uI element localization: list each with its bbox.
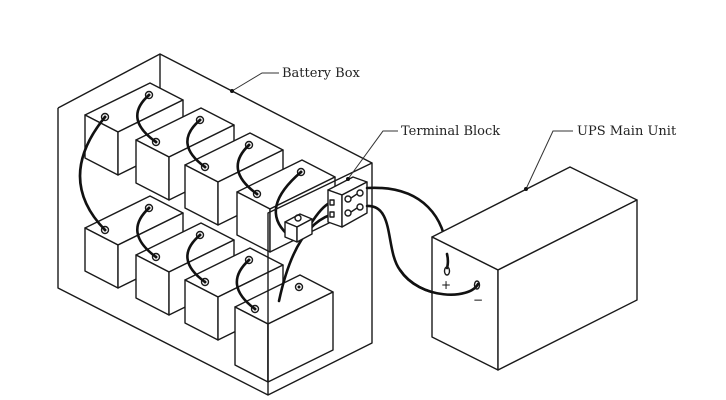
battery-box-back xyxy=(57,53,373,164)
battery-cable xyxy=(186,233,207,284)
svg-text:Battery Box: Battery Box xyxy=(282,66,361,81)
label-terminal-block: Terminal Block xyxy=(346,124,500,181)
ups-negative-terminal xyxy=(473,280,481,290)
battery-cable xyxy=(78,115,107,232)
label-battery-box: Battery Box xyxy=(230,66,361,93)
ups-main-unit: + − xyxy=(398,166,638,371)
battery-cable xyxy=(236,143,259,196)
cables xyxy=(78,93,332,311)
battery xyxy=(234,274,334,383)
ups-negative-label: − xyxy=(473,293,483,307)
battery-cable xyxy=(186,118,207,169)
ups-positive-terminal xyxy=(443,266,451,276)
battery xyxy=(84,195,184,289)
label-ups-main-unit: UPS Main Unit xyxy=(524,124,677,191)
terminal-block xyxy=(327,176,368,228)
battery-cable xyxy=(136,206,158,259)
svg-text:UPS Main Unit: UPS Main Unit xyxy=(577,124,677,139)
battery-box-front xyxy=(57,108,373,396)
fuse-box xyxy=(284,213,313,243)
battery-cable xyxy=(277,213,332,303)
battery-cable xyxy=(235,258,257,311)
svg-text:Terminal Block: Terminal Block xyxy=(401,124,500,139)
battery-cable xyxy=(136,93,158,144)
battery-cable xyxy=(274,170,303,236)
ups-positive-label: + xyxy=(441,278,451,292)
